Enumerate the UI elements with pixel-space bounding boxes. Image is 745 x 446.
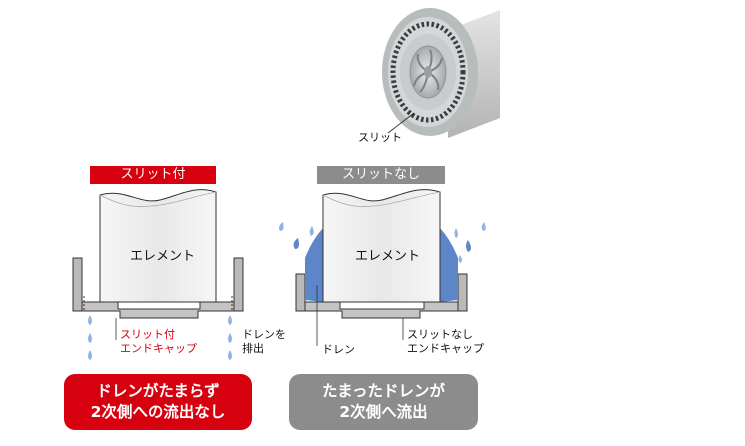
end-cap-photo	[382, 8, 500, 138]
right-drain-label: ドレン	[322, 343, 355, 356]
left-drain-drops	[88, 315, 232, 360]
right-element-label: エレメント	[355, 249, 421, 264]
left-diagram	[72, 189, 244, 360]
header-without-slit: スリットなし	[317, 166, 445, 184]
left-result-box: ドレンがたまらず 2次側への流出なし	[64, 374, 252, 430]
left-cap-label: スリット付 エンドキャップ	[120, 328, 197, 355]
right-cap-label: スリットなし エンドキャップ	[407, 328, 484, 355]
right-result-box: たまったドレンが 2次側へ流出	[289, 374, 478, 430]
header-with-slit: スリット付	[90, 166, 216, 184]
left-drain-label: ドレンを 排出	[242, 328, 286, 355]
photo-leader-line	[387, 112, 415, 134]
right-splash-drops	[279, 222, 486, 263]
right-diagram	[279, 189, 486, 346]
left-element-label: エレメント	[130, 249, 196, 264]
slit-label: スリット	[358, 131, 402, 144]
